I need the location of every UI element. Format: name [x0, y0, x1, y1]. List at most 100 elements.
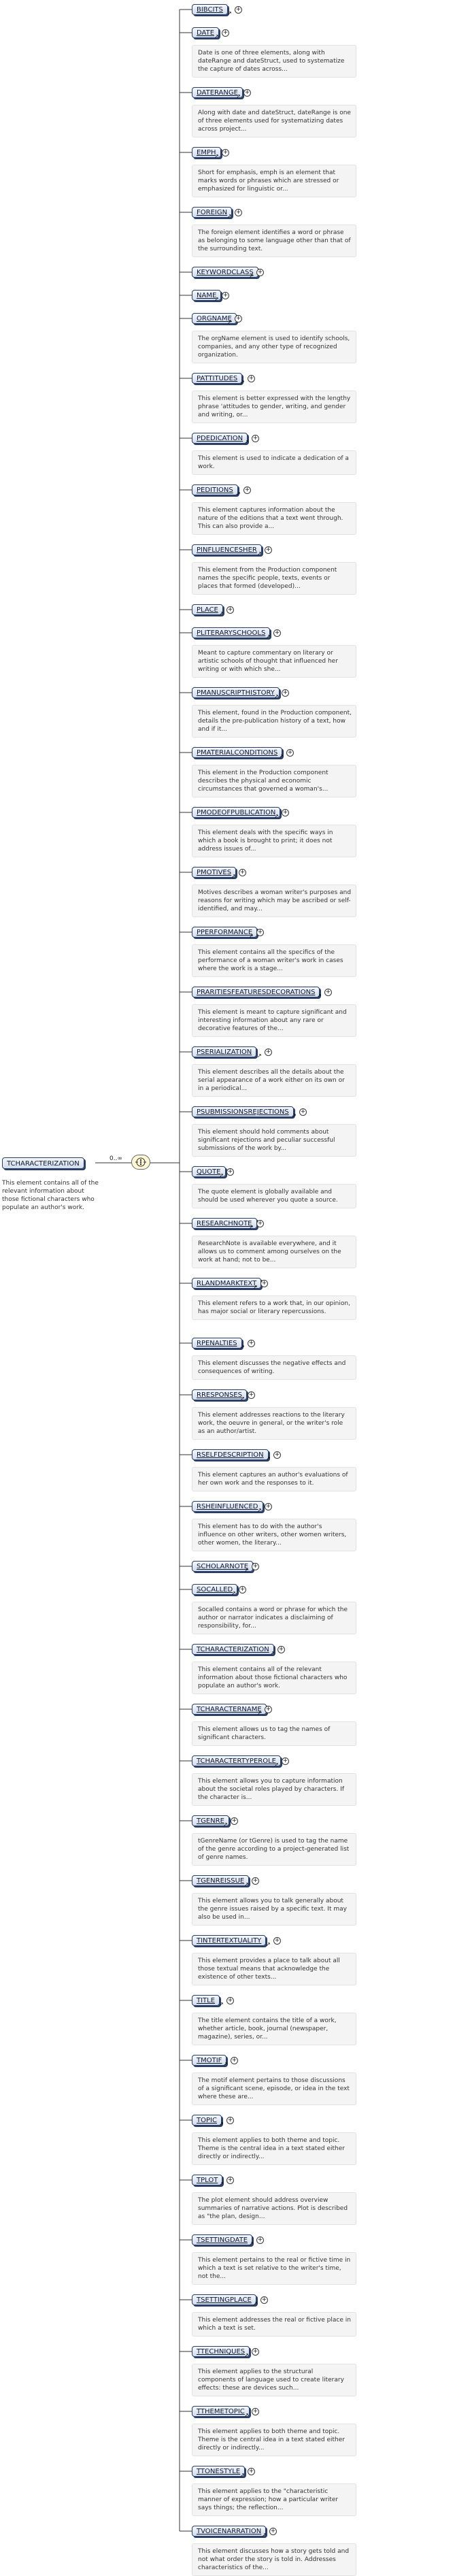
expand-icon[interactable]: +	[265, 1706, 272, 1713]
expand-icon[interactable]: +	[222, 29, 229, 37]
expand-icon[interactable]: +	[222, 292, 229, 299]
expand-icon[interactable]: +	[260, 2296, 268, 2304]
expand-icon[interactable]: +	[226, 1168, 234, 1176]
expand-icon[interactable]: +	[226, 606, 234, 614]
element-node-pmanuscripthistory[interactable]: PMANUSCRIPTHISTORY	[192, 687, 280, 698]
expand-icon[interactable]: +	[299, 1108, 307, 1116]
element-node-tcharactername[interactable]: TCHARACTERNAME	[192, 1704, 267, 1715]
expand-icon[interactable]: +	[265, 1048, 272, 1056]
expand-icon[interactable]: +	[256, 2236, 264, 2244]
element-node-rsheinfluenced[interactable]: RSHEINFLUENCED	[192, 1501, 263, 1512]
expand-icon[interactable]: +	[273, 629, 281, 637]
element-node-label: TINTERTEXTUALITY	[197, 1937, 262, 1945]
expand-icon[interactable]: +	[226, 2117, 234, 2124]
expand-icon[interactable]: +	[269, 2528, 277, 2535]
root-element-box[interactable]: TCHARACTERIZATION	[2, 1157, 84, 1169]
element-node-pattitudes[interactable]: PATTITUDES	[192, 373, 243, 384]
expand-icon[interactable]: +	[265, 1503, 272, 1510]
element-node-tplot[interactable]: TPLOT	[192, 2175, 223, 2185]
expand-icon[interactable]: +	[226, 2177, 234, 2184]
element-node-ttechniques[interactable]: TTECHNIQUES	[192, 2346, 250, 2357]
element-node-name[interactable]: NAME	[192, 290, 222, 301]
element-node-tthemetopic[interactable]: TTHEMETOPIC	[192, 2406, 250, 2417]
element-node-emph[interactable]: EMPH	[192, 147, 221, 158]
element-node-label: PRARITIESFEATURESDECORATIONS	[197, 989, 316, 996]
expand-icon[interactable]: +	[252, 1877, 259, 1885]
element-node-quote[interactable]: QUOTE	[192, 1166, 226, 1177]
element-node-rselfdescription[interactable]: RSELFDESCRIPTION	[192, 1449, 269, 1460]
expand-icon[interactable]: +	[273, 1937, 281, 1945]
element-node-researchnote[interactable]: RESEARCHNOTE	[192, 1218, 257, 1229]
element-node-tcharacterization[interactable]: TCHARACTERIZATION	[192, 1644, 274, 1655]
expand-icon[interactable]: +	[235, 6, 242, 14]
expand-icon[interactable]: +	[248, 2468, 255, 2475]
expand-icon[interactable]: +	[243, 89, 251, 97]
element-node-keywordclass[interactable]: KEYWORDCLASS	[192, 267, 258, 278]
expand-icon[interactable]: +	[252, 1563, 259, 1570]
expand-icon[interactable]: +	[260, 1280, 268, 1287]
element-node-place[interactable]: PLACE	[192, 604, 223, 615]
element-node-foreign[interactable]: FOREIGN	[192, 207, 233, 218]
expand-icon[interactable]: +	[239, 1586, 246, 1594]
expand-icon[interactable]: +	[248, 1340, 255, 1347]
element-description: This element pertains to the real or fic…	[192, 2252, 356, 2285]
expand-icon[interactable]: +	[252, 2408, 259, 2415]
expand-icon[interactable]: +	[231, 1817, 238, 1825]
expand-icon[interactable]: +	[235, 315, 242, 323]
element-node-pmotives[interactable]: PMOTIVES	[192, 867, 237, 878]
element-node-pmodeofpublication[interactable]: PMODEOFPUBLICATION	[192, 807, 281, 818]
element-node-daterange[interactable]: DATERANGE	[192, 87, 243, 98]
element-node-tvoicenarration[interactable]: TVOICENARRATION	[192, 2526, 267, 2537]
element-node-pperformance[interactable]: PPERFORMANCE	[192, 927, 258, 938]
element-node-pserialization[interactable]: PSERIALIZATION	[192, 1046, 257, 1057]
element-node-rpenalties[interactable]: RPENALTIES	[192, 1338, 242, 1349]
element-node-orgname[interactable]: ORGNAME	[192, 313, 237, 324]
element-node-tcharactertyperole[interactable]: TCHARACTERTYPEROLE	[192, 1755, 281, 1766]
element-node-date[interactable]: DATE	[192, 27, 220, 38]
expand-icon[interactable]: +	[226, 1997, 234, 2004]
element-node-scholarnote[interactable]: SCHOLARNOTE	[192, 1561, 254, 1572]
element-node-tgenreissue[interactable]: TGENREISSUE	[192, 1875, 250, 1886]
element-node-tmotif[interactable]: TMOTIF	[192, 2055, 227, 2066]
element-node-pliteraryschools[interactable]: PLITERARYSCHOOLS	[192, 627, 271, 638]
expand-icon[interactable]: +	[239, 869, 246, 876]
element-node-ttonestyle[interactable]: TTONESTYLE	[192, 2466, 246, 2477]
expand-icon[interactable]: +	[286, 749, 294, 757]
expand-icon[interactable]: +	[231, 2057, 238, 2064]
element-description: ResearchNote is available everywhere, an…	[192, 1236, 356, 1268]
element-node-socalled[interactable]: SOCALLED	[192, 1584, 238, 1595]
expand-icon[interactable]: +	[273, 1451, 281, 1459]
expand-icon[interactable]: +	[243, 486, 251, 494]
element-node-tintertextuality[interactable]: TINTERTEXTUALITY	[192, 1935, 267, 1946]
element-node-praritiesfeaturesdecorations[interactable]: PRARITIESFEATURESDECORATIONS	[192, 987, 320, 997]
element-node-rlandmarktext[interactable]: RLANDMARKTEXT	[192, 1278, 262, 1289]
element-node-bibcits[interactable]: BIBCITS	[192, 4, 228, 15]
element-node-rresponses[interactable]: RRESPONSES	[192, 1389, 247, 1400]
element-node-tgenre[interactable]: TGENRE	[192, 1815, 229, 1826]
expand-icon[interactable]: +	[222, 149, 229, 156]
expand-icon[interactable]: +	[248, 375, 255, 382]
choice-compositor-icon[interactable]	[131, 1155, 150, 1170]
element-node-tsettingdate[interactable]: TSETTINGDATE	[192, 2234, 253, 2245]
expand-icon[interactable]: +	[324, 989, 332, 996]
expand-icon[interactable]: +	[256, 1220, 264, 1227]
element-node-pmaterialconditions[interactable]: PMATERIALCONDITIONS	[192, 747, 283, 758]
expand-icon[interactable]: +	[282, 1757, 289, 1765]
element-node-pdedication[interactable]: PDEDICATION	[192, 433, 248, 444]
expand-icon[interactable]: +	[235, 209, 242, 216]
expand-icon[interactable]: +	[252, 2348, 259, 2356]
element-node-topic[interactable]: TOPIC	[192, 2115, 222, 2126]
expand-icon[interactable]: +	[282, 809, 289, 816]
expand-icon[interactable]: +	[265, 546, 272, 554]
expand-icon[interactable]: +	[256, 269, 264, 276]
expand-icon[interactable]: +	[252, 435, 259, 442]
element-node-pinfluencesher[interactable]: PINFLUENCESHER	[192, 544, 262, 555]
expand-icon[interactable]: +	[248, 1391, 255, 1399]
expand-icon[interactable]: +	[282, 689, 289, 697]
expand-icon[interactable]: +	[277, 1646, 285, 1653]
expand-icon[interactable]: +	[256, 929, 264, 936]
element-node-title[interactable]: TITLE	[192, 1995, 220, 2006]
element-node-psubmissionsrejections[interactable]: PSUBMISSIONSREJECTIONS	[192, 1106, 294, 1117]
element-node-tsettingplace[interactable]: TSETTINGPLACE	[192, 2294, 256, 2305]
element-node-peditions[interactable]: PEDITIONS	[192, 484, 238, 495]
